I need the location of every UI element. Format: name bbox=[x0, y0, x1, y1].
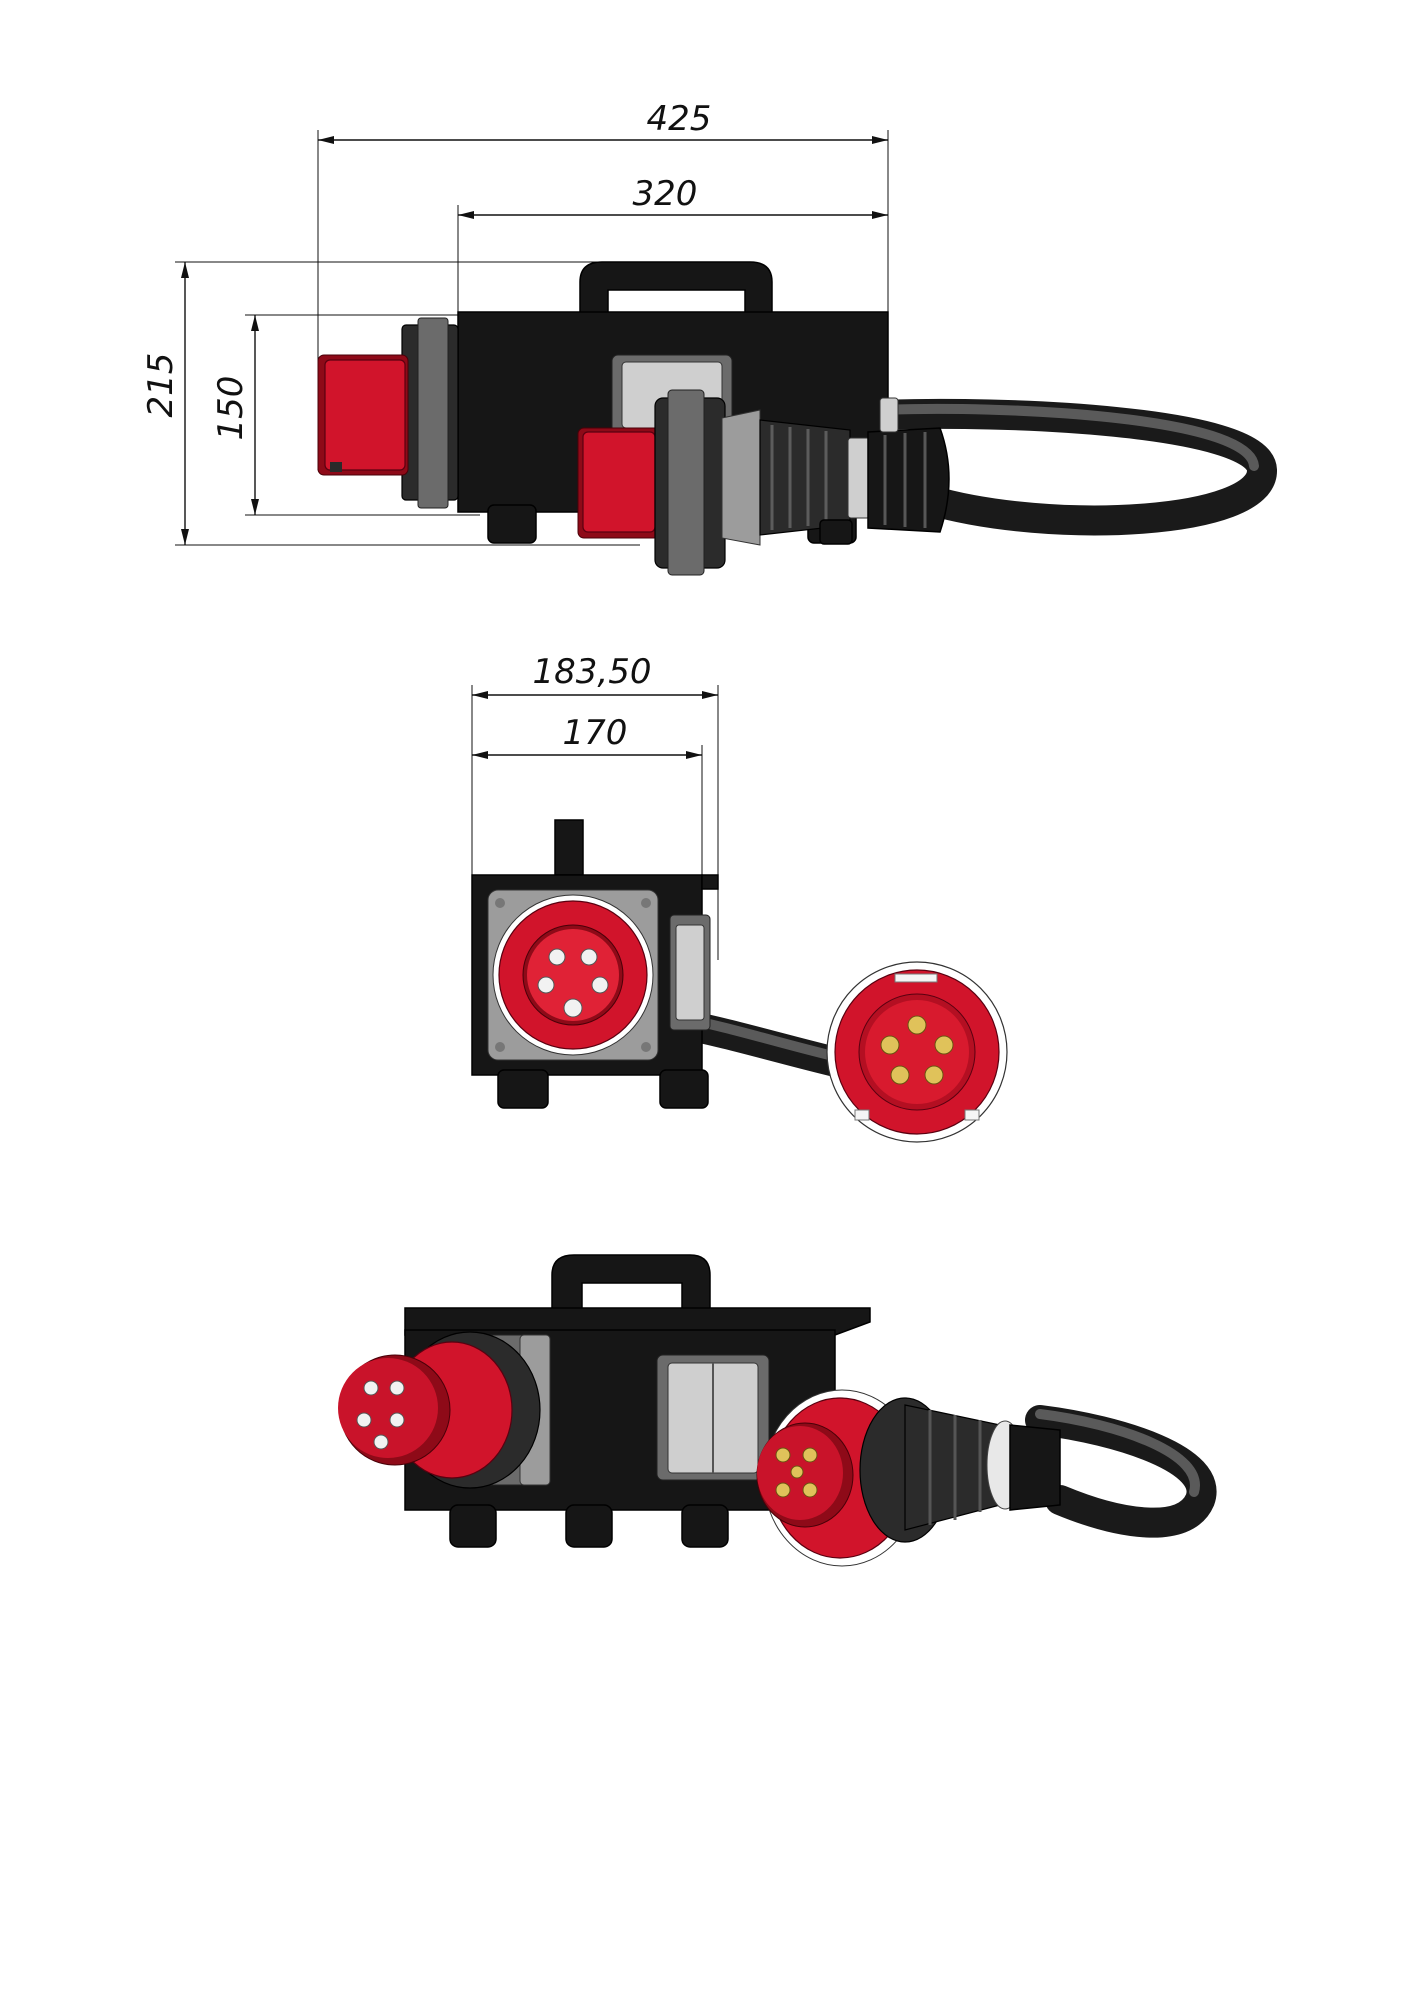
inlet-plug-side bbox=[317, 317, 459, 509]
dimension-overall-height-label: 215 bbox=[141, 353, 181, 418]
isometric-view bbox=[338, 1254, 1217, 1567]
dimension-body-length-label: 320 bbox=[633, 174, 698, 214]
inlet-plug-isometric bbox=[338, 1331, 551, 1489]
outlet-connector-isometric bbox=[756, 1389, 1061, 1567]
dimension-body-length: 320 bbox=[457, 174, 888, 315]
dimension-body-height-label: 150 bbox=[211, 376, 251, 441]
inlet-socket-front bbox=[487, 889, 659, 1061]
dimension-overall-length: 425 bbox=[317, 99, 889, 470]
dimension-body-width: 170 bbox=[472, 713, 703, 875]
side-view: 425 320 215 150 bbox=[141, 99, 1277, 576]
front-view: 183,50 170 bbox=[471, 652, 1008, 1143]
dimension-body-width-label: 170 bbox=[563, 713, 628, 753]
dimension-overall-height: 215 bbox=[141, 261, 740, 546]
dimension-overall-width-label: 183,50 bbox=[533, 652, 652, 692]
dimension-overall-length-label: 425 bbox=[647, 99, 712, 139]
outlet-plug-front bbox=[826, 961, 1008, 1143]
outlet-connector-side bbox=[577, 389, 950, 576]
dimension-overall-width: 183,50 bbox=[471, 652, 719, 960]
dimension-body-height: 150 bbox=[211, 314, 480, 516]
